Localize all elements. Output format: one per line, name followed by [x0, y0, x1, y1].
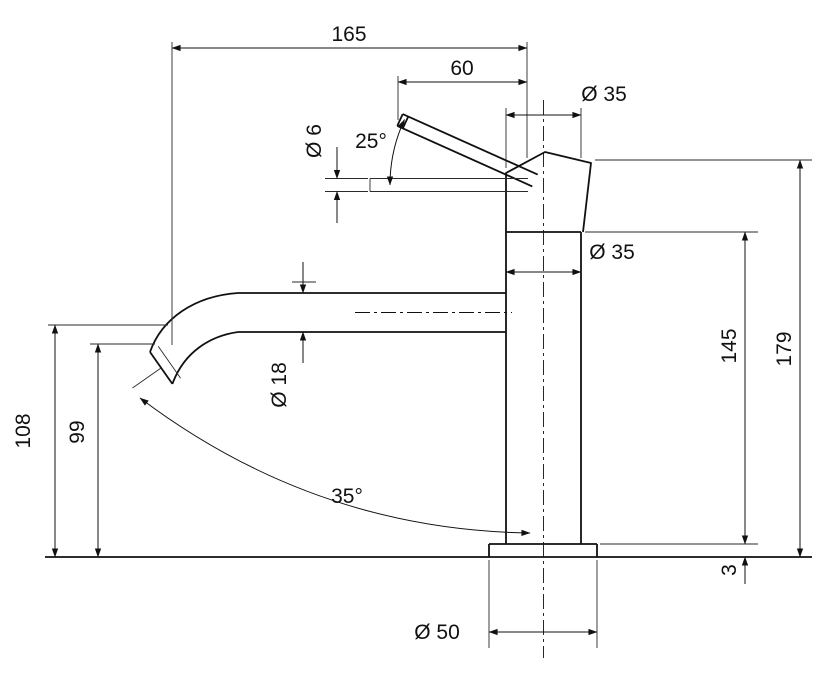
- aerator-ring-line: [157, 346, 181, 379]
- dim-label-outlet-angle: 35°: [331, 485, 363, 508]
- centerline-group: [355, 100, 544, 658]
- dim-lever-rod-diameter-group: Ø 6: [303, 124, 368, 223]
- dim-label-cap-diameter: Ø 35: [581, 83, 627, 106]
- dim-label-base-thickness: 3: [718, 564, 741, 576]
- dim-label-lever-rod-diameter: Ø 6: [303, 124, 326, 158]
- dim-label-outlet-height: 99: [66, 420, 89, 443]
- dim-outlet-angle-group: 35°: [132, 367, 531, 537]
- dim-label-body-diameter: Ø 35: [589, 241, 635, 264]
- spout-inner-curve: [171, 331, 239, 385]
- dim-body-height-group: 145: [585, 231, 758, 545]
- dim-handle-reach-group: 60: [397, 57, 528, 120]
- outlet-axis-extension: [132, 367, 162, 389]
- dim-body-diameter-group: Ø 35: [505, 241, 635, 276]
- dim-outlet-height-group: 99: [66, 343, 155, 558]
- dim-label-handle-angle: 25°: [355, 130, 387, 153]
- dim-spout-top-height-group: 108: [12, 324, 168, 558]
- lever-bottom-edge: [396, 125, 533, 188]
- dim-label-spout-diameter: Ø 18: [268, 362, 291, 408]
- dim-label-overall-height: 179: [773, 331, 796, 366]
- dim-base-thickness-group: 3: [718, 556, 749, 584]
- lever-top-edge: [402, 113, 539, 176]
- dim-handle-angle-group: 25°: [355, 119, 405, 186]
- handle-lever-group: [369, 113, 539, 192]
- dim-label-overall-width: 165: [331, 23, 366, 46]
- dim-label-spout-top-height: 108: [12, 413, 35, 448]
- base-group: [45, 543, 812, 558]
- spout-outer-curve: [149, 292, 239, 353]
- handle-cap-outline: [505, 151, 592, 233]
- faucet-body-group: [505, 151, 592, 544]
- dim-spout-diameter-group: Ø 18: [268, 262, 316, 408]
- spout-group: [149, 292, 506, 385]
- dim-label-base-diameter: Ø 50: [414, 621, 460, 644]
- spout-outlet-face: [149, 351, 174, 385]
- dim-base-diameter-group: Ø 50: [414, 560, 598, 648]
- dim-overall-width-group: 165: [171, 23, 528, 345]
- angle-arc: [139, 397, 531, 537]
- dim-label-handle-reach: 60: [450, 57, 473, 80]
- dim-cap-diameter-group: Ø 35: [505, 83, 627, 168]
- dim-label-body-height: 145: [718, 328, 741, 363]
- dim-overall-height-group: 179: [595, 159, 812, 558]
- angle-arc: [386, 119, 405, 186]
